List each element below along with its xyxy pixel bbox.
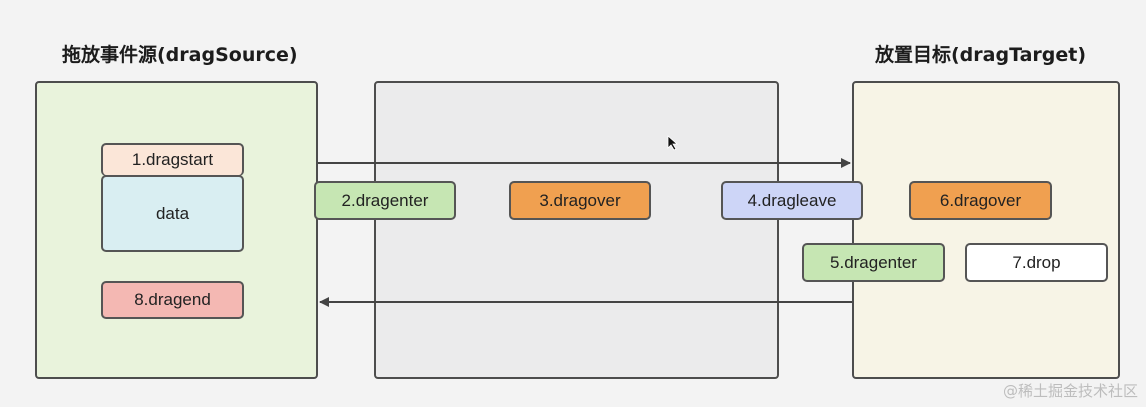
dragenter-box-target: 5.dragenter bbox=[802, 243, 945, 282]
dragend-box: 8.dragend bbox=[101, 281, 244, 319]
dragover-box-target: 6.dragover bbox=[909, 181, 1052, 220]
dragleave-box: 4.dragleave bbox=[721, 181, 863, 220]
target-panel bbox=[852, 81, 1120, 379]
dragenter-box-middle: 2.dragenter bbox=[314, 181, 456, 220]
middle-panel bbox=[374, 81, 779, 379]
dragstart-box: 1.dragstart bbox=[101, 143, 244, 176]
watermark: @稀土掘金技术社区 bbox=[1002, 382, 1138, 400]
source-title: 拖放事件源(dragSource) bbox=[62, 44, 298, 66]
target-title: 放置目标(dragTarget) bbox=[875, 44, 1087, 66]
mouse-cursor-icon bbox=[667, 135, 679, 151]
data-box: data bbox=[101, 175, 244, 252]
drop-box: 7.drop bbox=[965, 243, 1108, 282]
dragover-box-middle: 3.dragover bbox=[509, 181, 651, 220]
